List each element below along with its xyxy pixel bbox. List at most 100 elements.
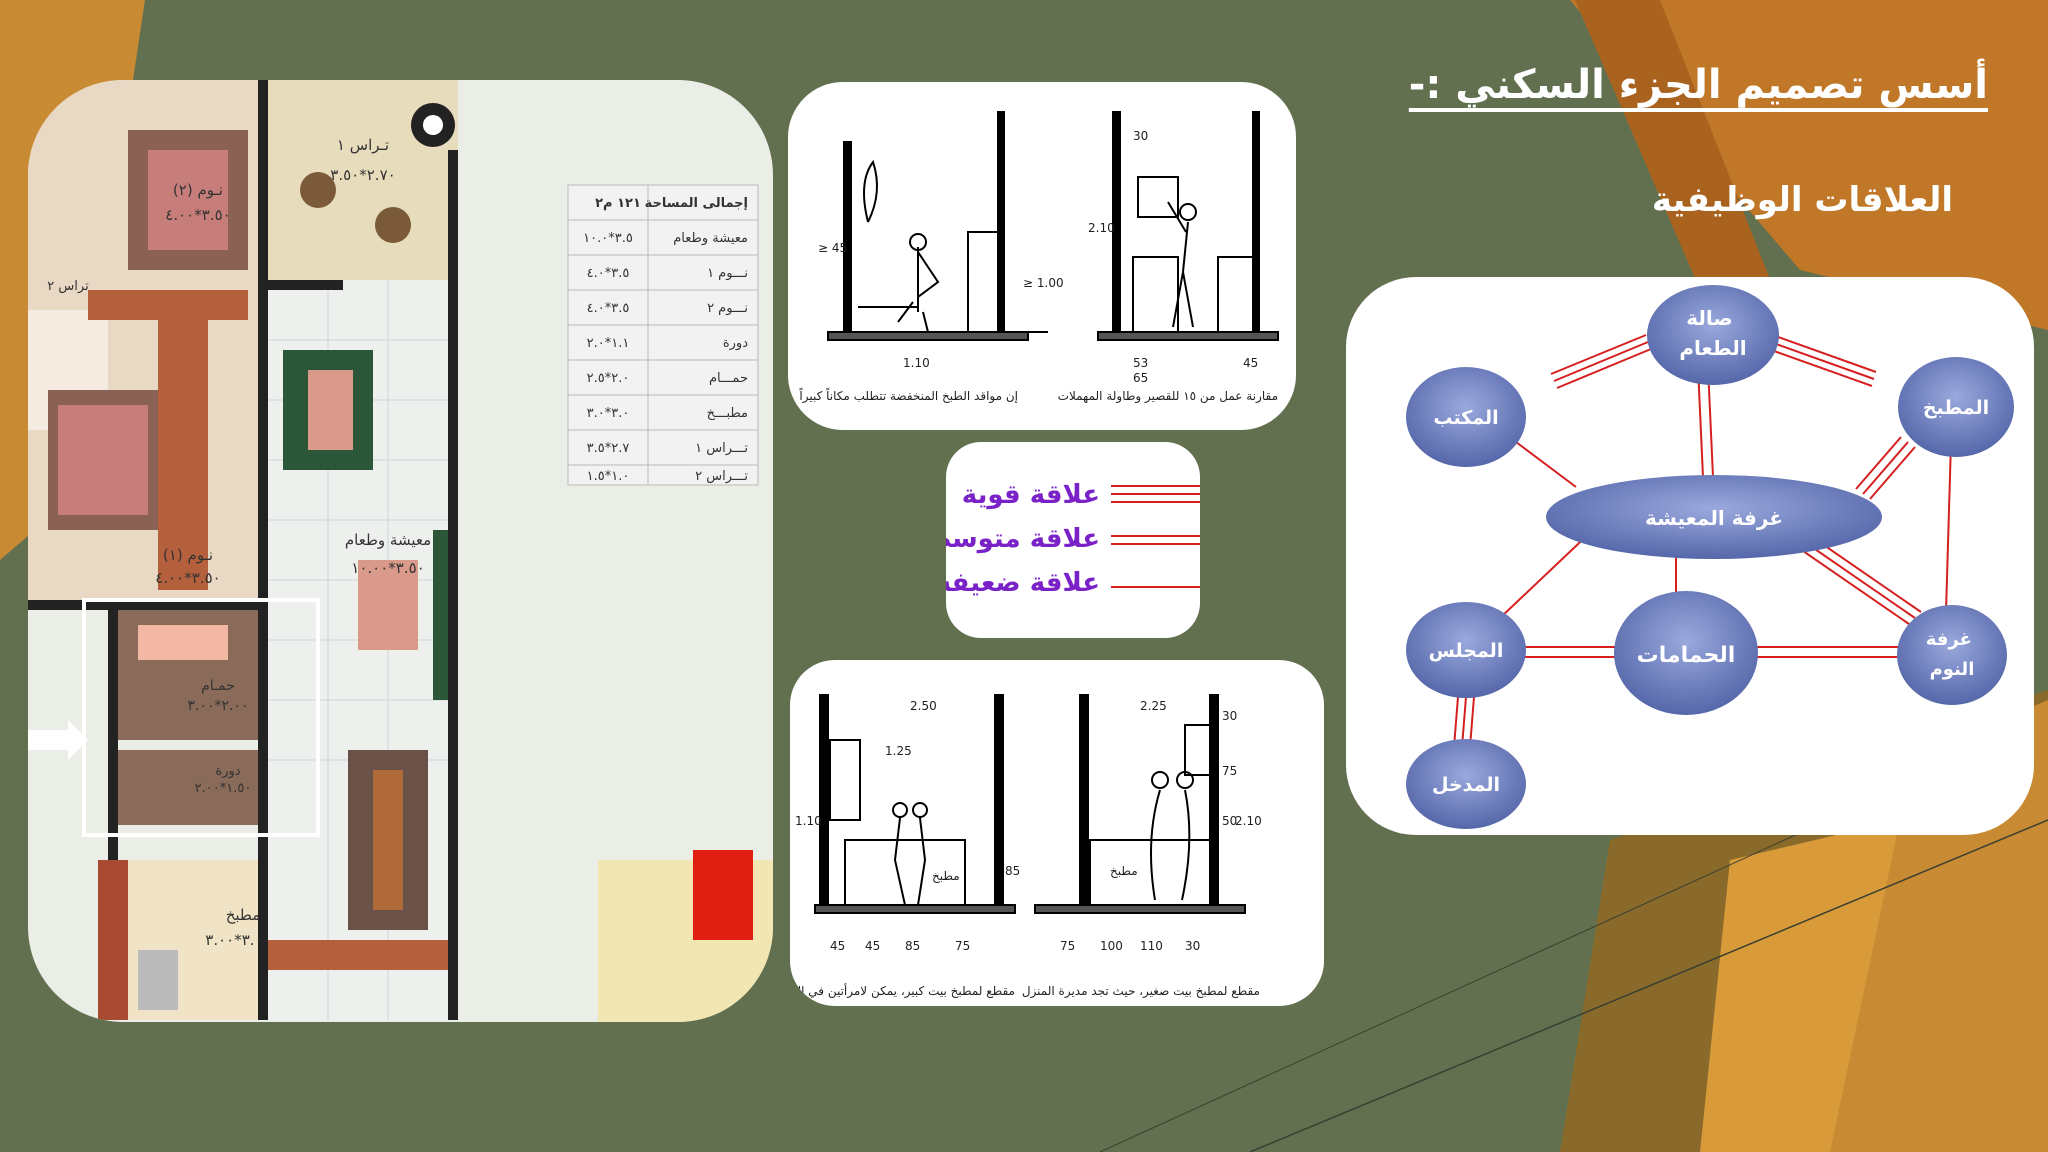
relationship-diagram-panel: صالة الطعام المكتب المطبخ غرفة المعيشة ا… (1346, 277, 2034, 835)
node-dining (1647, 285, 1779, 385)
room-label-kitchen: مطبخ (226, 906, 261, 924)
room-label-terrace1: تـراس ١ (337, 136, 389, 154)
room-dim-wc: ١.٥٠*٢.٠٠ (195, 781, 252, 796)
table-row-name: دورة (723, 336, 748, 351)
dim-label: 100 (1100, 939, 1123, 953)
area-table: إجمالى المساحة ١٢١ م٢ معيشة وطعام ٣.٥*١٠… (567, 184, 759, 486)
node-majlis (1406, 602, 1526, 698)
table-row-name: نـــوم ١ (707, 266, 748, 281)
dim-label: 30 (1185, 939, 1200, 953)
node-label-entrance: المدخل (1432, 774, 1500, 796)
node-entrance (1406, 739, 1526, 829)
dim-label: 2.10 (1088, 221, 1115, 235)
legend-panel: علاقة قوية علاقة متوسطة علاقة ضعيفة (946, 442, 1200, 638)
dim-label: 45 (865, 939, 880, 953)
node-label-line: الطعام (1679, 336, 1746, 360)
node-bathrooms (1614, 591, 1758, 715)
legend-medium-label: علاقة متوسطة (946, 524, 1100, 554)
table-row-value: ٣.٥*١٠.٠ (583, 231, 633, 246)
table-row-value: ٣.٥*٤.٠ (587, 266, 630, 281)
dim-label: 1.10 (795, 814, 822, 828)
table-row-value: ٣.٥*٤.٠ (587, 301, 630, 316)
room-dim-bath: ٢.٠٠*٣.٠٠ (187, 698, 248, 714)
caption-text: مقطع لمطبخ بيت كبير، يمكن لامرأتين في ال… (790, 982, 1015, 999)
dim-label: 45 (830, 939, 845, 953)
node-label-kitchen: المطبخ (1923, 397, 1989, 419)
table-row-value: ٢.٧*٣.٥ (587, 441, 630, 456)
dim-label: 1.25 (885, 744, 912, 758)
node-label-line: صالة (1686, 306, 1732, 330)
table-row-value: ٣.٠*٣.٠ (587, 406, 630, 421)
table-row-name: حمـــام (709, 371, 748, 386)
dim-label: 110 (1140, 939, 1163, 953)
node-label-living: غرفة المعيشة (1645, 506, 1783, 530)
room-label-wc: دورة (215, 764, 240, 779)
slide-subtitle: العلاقات الوظيفية (1651, 180, 1953, 220)
table-row-name: مطبـــخ (707, 406, 748, 421)
dim-label: 75 (955, 939, 970, 953)
dim-label: 30 (1133, 129, 1148, 143)
dim-label: 75 (1060, 939, 1075, 953)
node-office (1406, 367, 1526, 467)
room-dim-living: ٣.٥٠*١٠.٠٠ (351, 559, 424, 577)
node-label-dining: صالة الطعام (1679, 306, 1746, 360)
legend-weak-label: علاقة ضعيفة (946, 568, 1100, 598)
node-bedroom (1897, 605, 2007, 705)
caption-text: مقارنة عمل من ١٥ للقصير وطاولة المهملات (1058, 389, 1278, 404)
room-label-bath: حمـام (201, 678, 235, 694)
dim-label: 2.25 (1140, 699, 1167, 713)
node-label-line: غرفة (1926, 629, 1972, 650)
dim-label: 2.50 (910, 699, 937, 713)
kitchen-section-top-panel: ≥ 45 1.10 ≥ 1.00 30 2.10 53 65 45 إن موا… (788, 82, 1296, 430)
table-row-value: ١.٠*١.٥ (587, 469, 630, 484)
table-row-name: تـــراس ٢ (695, 469, 748, 484)
kitchen-section-bottom-panel: 2.50 1.25 1.10 85 45 45 85 75 مطبخ 2.25 … (790, 660, 1324, 1006)
room-label-terrace2: تراس ٢ (47, 279, 89, 294)
appliance-label: مطبخ (932, 869, 960, 883)
dim-label: 30 (1222, 709, 1237, 723)
dim-label: 85 (905, 939, 920, 953)
node-living (1546, 475, 1882, 559)
room-dim-bed2: ٣.٥٠*٤.٠٠ (165, 206, 230, 224)
kitchen-section-bottom: 2.50 1.25 1.10 85 45 45 85 75 مطبخ 2.25 … (790, 694, 1262, 999)
table-row-name: معيشة وطعام (673, 231, 748, 246)
room-label-living: معيشة وطعام (345, 531, 431, 549)
dim-label: 1.10 (903, 356, 930, 370)
room-label-bed1: نـوم (١) (163, 546, 213, 564)
room-dim-bed1: ٣.٥٠*٤.٠٠ (155, 569, 220, 587)
dim-label: 85 (1005, 864, 1020, 878)
node-label-office: المكتب (1433, 407, 1498, 429)
dim-label: 45 (1243, 356, 1258, 370)
table-header-value: ١٢١ م٢ (595, 196, 641, 211)
caption-text: إن مواقد الطبخ المنخفضة تتطلب مكاناً كبي… (799, 387, 1018, 404)
node-label-bedroom: غرفة النوم (1926, 629, 1978, 680)
dim-label: 75 (1222, 764, 1237, 778)
node-kitchen (1898, 357, 2014, 457)
kitchen-section-top: ≥ 45 1.10 ≥ 1.00 30 2.10 53 65 45 إن موا… (799, 111, 1279, 404)
dim-label: 53 (1133, 356, 1148, 370)
room-label-bed2: نـوم (٢) (173, 181, 223, 199)
dim-label: ≥ 1.00 (1023, 276, 1064, 290)
dim-label: ≥ 45 (818, 241, 847, 255)
table-row-value: ١.١*٢.٠ (587, 336, 630, 351)
room-dim-kitchen: ٣.٠٠*٣.٠٠ (205, 931, 270, 949)
appliance-label: مطبخ (1110, 864, 1138, 878)
floor-plan: إجمالى المساحة ١٢١ م٢ معيشة وطعام ٣.٥*١٠… (28, 80, 773, 1022)
relationship-diagram: صالة الطعام المكتب المطبخ غرفة المعيشة ا… (1406, 285, 2014, 829)
table-row-name: تـــراس ١ (695, 441, 748, 456)
node-label-line: النوم (1930, 659, 1975, 680)
table-row-value: ٢.٠*٢.٥ (587, 371, 630, 386)
slide-title: أسس تصميم الجزء السكني :- (1408, 62, 1988, 108)
table-header-label: إجمالى المساحة (645, 196, 748, 211)
legend-strong-label: علاقة قوية (961, 480, 1100, 510)
dim-label: 2.10 (1235, 814, 1262, 828)
floor-plan-panel: إجمالى المساحة ١٢١ م٢ معيشة وطعام ٣.٥*١٠… (28, 80, 773, 1022)
dim-label: 50 (1222, 814, 1237, 828)
node-label-majlis: المجلس (1429, 640, 1504, 662)
dim-label: 65 (1133, 371, 1148, 385)
node-label-bathrooms: الحمامات (1637, 643, 1736, 668)
room-dim-terrace1: ٢.٧٠*٣.٥٠ (330, 166, 395, 184)
table-row-name: نـــوم ٢ (707, 301, 748, 316)
caption-text: مقطع لمطبخ بيت صغير، حيث تجد مديرة المنز… (1022, 984, 1260, 999)
legend-lines (1111, 485, 1200, 588)
